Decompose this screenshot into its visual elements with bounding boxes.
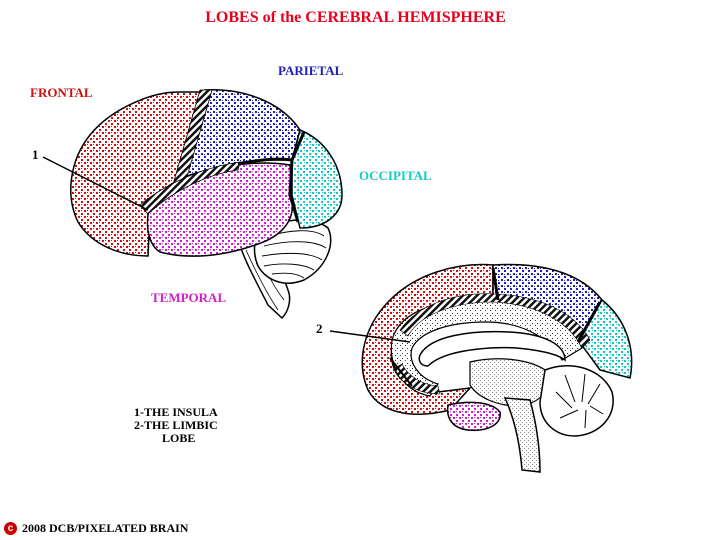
- pointer-line-2: [329, 330, 411, 343]
- medial-cerebellum: [539, 365, 614, 437]
- medial-brain-view: [361, 263, 633, 473]
- copyright-notice: c 2008 DCB/PIXELATED BRAIN: [4, 521, 188, 536]
- callout-number-2: 2: [316, 321, 323, 336]
- limbic-border-hatch: [399, 293, 591, 349]
- pointer-line-1: [42, 156, 149, 211]
- page-title: LOBES of the CEREBRAL HEMISPHERE: [205, 9, 506, 26]
- callout-number-1: 1: [32, 147, 39, 162]
- frontal-label: FRONTAL: [30, 85, 93, 100]
- copyright-icon: c: [4, 522, 17, 535]
- lateral-sulcus-hatch: [139, 161, 241, 215]
- corpus-callosum: [418, 330, 566, 367]
- occipital-lobe-lateral: [291, 128, 343, 229]
- frontal-lobe-lateral: [70, 91, 207, 257]
- lateral-brain-view: [70, 89, 343, 320]
- temporal-lobe-medial: [446, 401, 501, 432]
- temporal-label: TEMPORAL: [151, 290, 227, 305]
- legend-line-limbic: 2-THE LIMBIC: [134, 418, 218, 432]
- legend-line-insula: 1-THE INSULA: [134, 405, 218, 419]
- parietal-label: PARIETAL: [278, 63, 344, 78]
- copyright-text: 2008 DCB/PIXELATED BRAIN: [22, 521, 189, 535]
- occipital-label: OCCIPITAL: [359, 168, 432, 183]
- legend-line-lobe: LOBE: [162, 431, 196, 445]
- legend: 1-THE INSULA 2-THE LIMBIC LOBE: [134, 406, 218, 445]
- medial-brainstem: [503, 397, 541, 473]
